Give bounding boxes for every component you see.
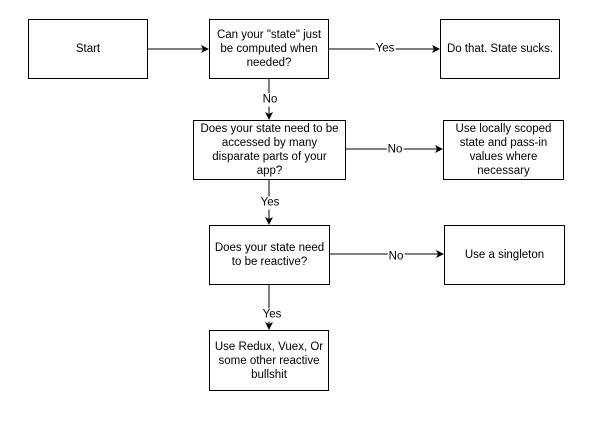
edge-label-computed-no: No bbox=[261, 93, 279, 107]
decision-computed: Can your "state" just be computed when n… bbox=[209, 19, 329, 79]
start-node: Start bbox=[28, 19, 148, 79]
result-singleton: Use a singleton bbox=[444, 225, 565, 285]
decision-accessed: Does your state need to be accessed by m… bbox=[193, 120, 346, 180]
result-redux: Use Redux, Vuex, Or some other reactive … bbox=[209, 330, 329, 391]
result-do-that: Do that. State sucks. bbox=[440, 19, 560, 79]
edge-label-accessed-no: No bbox=[386, 143, 404, 157]
decision-reactive: Does your state need to be reactive? bbox=[209, 225, 330, 285]
edge-label-reactive-yes: Yes bbox=[261, 308, 283, 322]
result-local-scoped: Use locally scoped state and pass-in val… bbox=[443, 120, 564, 180]
edge-label-reactive-no: No bbox=[387, 250, 405, 264]
edge-label-computed-yes: Yes bbox=[374, 42, 396, 56]
edge-label-accessed-yes: Yes bbox=[259, 196, 281, 210]
